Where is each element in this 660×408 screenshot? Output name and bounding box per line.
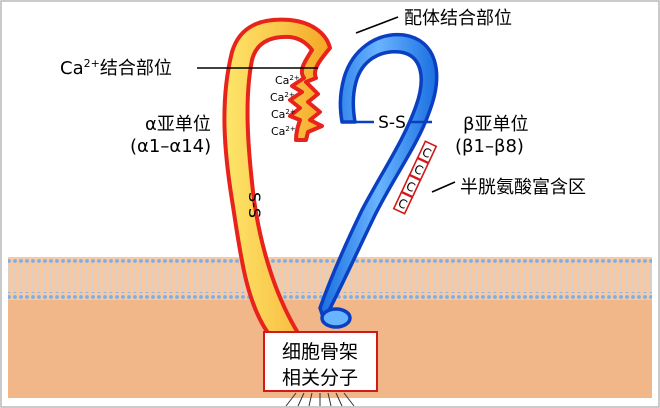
beta-subunit — [318, 32, 439, 322]
calcium-ions: Ca2+ Ca2+ Ca2+ Ca2+ — [270, 74, 300, 138]
alpha-subunit — [222, 17, 332, 335]
cysteine-leader — [431, 181, 456, 193]
beta-subunit-name: β亚单位 — [463, 114, 529, 135]
outer-lipid-heads — [8, 258, 652, 265]
ligand-site-leader — [355, 16, 399, 34]
cytoskeleton-label-line2: 相关分子 — [282, 367, 358, 389]
alpha-subunit-range: (α1–α14) — [130, 136, 211, 157]
ligand-site-label: 配体结合部位 — [404, 8, 512, 29]
cytoskeleton-label-line1: 细胞骨架 — [282, 341, 358, 363]
alpha-disulfide-label: S-S — [245, 192, 264, 218]
cysteine-rich-label: 半胱氨酸富含区 — [460, 177, 586, 198]
beta-tail-end — [320, 307, 352, 329]
calcium-ion-3: Ca2+ — [271, 108, 296, 121]
cytoskeleton-box — [263, 331, 378, 392]
ca-site-label: Ca2+结合部位 — [60, 57, 172, 79]
cysteine-rich-boxes: C C C C — [392, 140, 438, 215]
beta-subunit-range: (β1–β8) — [455, 136, 524, 157]
calcium-ion-2: Ca2+ — [270, 91, 295, 104]
calcium-ion-4: Ca2+ — [271, 125, 296, 138]
calcium-ion-1: Ca2+ — [275, 74, 300, 87]
disulfide-bridge-label: S-S — [378, 113, 406, 133]
alpha-subunit-name: α亚单位 — [145, 114, 211, 135]
cytoskeleton-filaments — [285, 392, 355, 407]
cysteine-box-1: C — [416, 140, 438, 164]
cysteine-box-4: C — [392, 191, 414, 215]
